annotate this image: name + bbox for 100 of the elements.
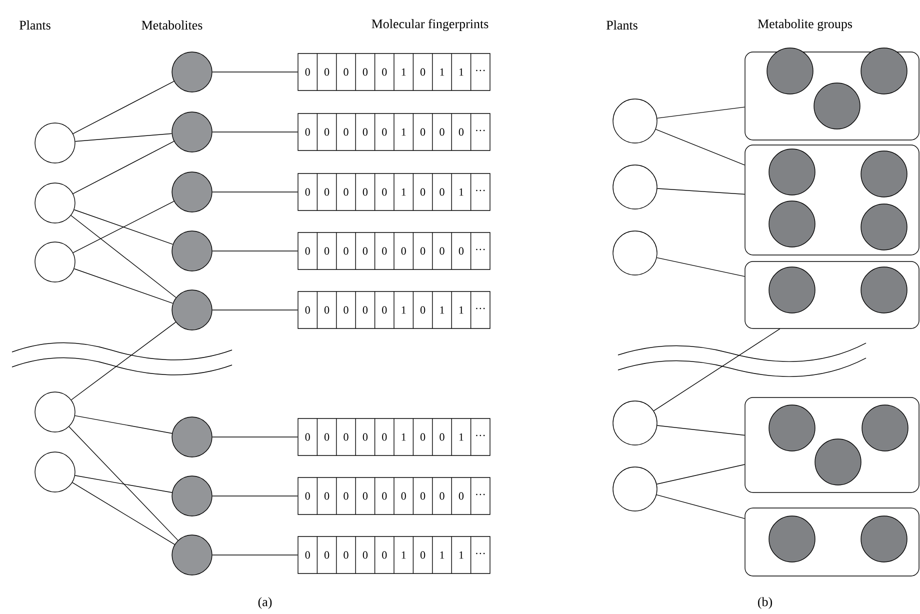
bit-value: 0	[362, 306, 368, 314]
fingerprint-row	[298, 477, 490, 515]
bit-value: ···	[476, 552, 485, 554]
bit-value: 0	[362, 492, 368, 500]
fingerprint-row	[298, 173, 490, 211]
connector-line	[656, 494, 745, 519]
metabolite-circle	[172, 476, 212, 516]
plant-circle	[612, 400, 658, 446]
bit-value: 0	[458, 128, 464, 136]
connector-line	[74, 475, 172, 493]
connector-line	[70, 215, 176, 298]
metabolite-circle	[814, 82, 860, 130]
bit-value: 1	[459, 68, 464, 76]
bit-value: 0	[324, 68, 330, 76]
bit-value: 1	[402, 128, 406, 136]
bit-value: 0	[382, 128, 387, 136]
bit-value: 0	[382, 68, 387, 76]
plant-circle	[34, 392, 76, 432]
plant-circle	[34, 242, 76, 282]
bit-value: 1	[459, 306, 464, 314]
connector-line	[74, 415, 172, 434]
bit-value: 0	[305, 68, 310, 76]
bit-value: 1	[402, 433, 406, 441]
connector-line	[656, 257, 745, 277]
metabolite-circle	[768, 404, 816, 452]
bit-value: 0	[362, 68, 368, 76]
bit-value: 0	[382, 492, 387, 500]
bit-value: 0	[440, 433, 444, 441]
bit-value: 0	[324, 306, 330, 314]
column-heading: Plants	[606, 20, 638, 30]
bit-value: 0	[324, 551, 330, 559]
bit-value: 0	[440, 247, 444, 255]
bit-value: 0	[344, 128, 348, 136]
metabolite-circle	[860, 150, 908, 198]
metabolite-circle	[172, 172, 212, 212]
bit-value: ···	[476, 248, 485, 250]
bit-value: 0	[362, 433, 368, 441]
connector-line	[656, 464, 745, 484]
bit-value: 0	[305, 306, 310, 314]
metabolite-circle	[768, 148, 816, 196]
connector-line	[656, 188, 745, 195]
bit-value: 0	[382, 551, 387, 559]
bit-value: 0	[401, 492, 406, 500]
metabolite-circle	[862, 404, 908, 452]
connector-line	[656, 106, 745, 119]
bit-value: 0	[382, 433, 387, 441]
fingerprint-row	[298, 536, 490, 574]
bit-value: 1	[459, 551, 464, 559]
bit-value: 0	[362, 128, 368, 136]
bit-value: 0	[305, 188, 310, 196]
bit-value: 0	[458, 492, 464, 500]
plant-circle	[612, 466, 658, 512]
bit-value: 0	[344, 492, 348, 500]
connector-line	[656, 425, 745, 436]
connector-line	[212, 250, 298, 252]
bit-value: 0	[305, 128, 310, 136]
bit-value: 1	[402, 68, 406, 76]
metabolite-circle	[814, 438, 862, 486]
bit-value: 0	[420, 188, 426, 196]
bit-value: 1	[459, 188, 464, 196]
connector-line	[74, 133, 172, 142]
bit-value: 0	[344, 306, 348, 314]
metabolite-circle	[172, 290, 212, 330]
metabolite-circle	[172, 52, 212, 92]
fingerprint-row	[298, 291, 490, 329]
bit-value: 0	[382, 306, 387, 314]
bit-value: 0	[362, 551, 368, 559]
connector-line	[72, 482, 175, 545]
bit-value: 0	[324, 188, 330, 196]
bit-value: 0	[305, 551, 310, 559]
fingerprint-row	[298, 232, 490, 270]
column-heading: Metabolite groups	[758, 19, 852, 31]
metabolite-circle	[768, 516, 816, 562]
connector-line	[72, 200, 174, 254]
bit-value: ···	[476, 494, 485, 496]
bit-value: 0	[420, 433, 426, 441]
bit-value: 0	[420, 128, 426, 136]
bit-value: 0	[305, 247, 310, 255]
bit-value: 1	[459, 433, 464, 441]
fingerprint-row	[298, 418, 490, 456]
connector-line	[653, 328, 780, 412]
metabolite-circle	[172, 230, 212, 272]
bit-value: 0	[382, 188, 387, 196]
column-heading: Plants	[20, 20, 50, 30]
bit-value: 0	[344, 247, 348, 255]
bit-value: 1	[402, 551, 406, 559]
metabolite-circle	[768, 200, 816, 248]
bit-value: 1	[440, 68, 444, 76]
connector-line	[72, 141, 174, 194]
bit-value: 0	[401, 247, 406, 255]
bit-value: 0	[344, 188, 348, 196]
fingerprint-row	[298, 53, 490, 91]
metabolite-circle	[860, 266, 908, 314]
metabolite-circle	[768, 266, 816, 314]
bit-value: 1	[440, 551, 444, 559]
connector-line	[212, 554, 298, 556]
bit-value: 0	[382, 247, 387, 255]
metabolite-circle	[172, 416, 212, 458]
bit-value: 0	[440, 188, 444, 196]
metabolite-circle	[172, 112, 212, 152]
